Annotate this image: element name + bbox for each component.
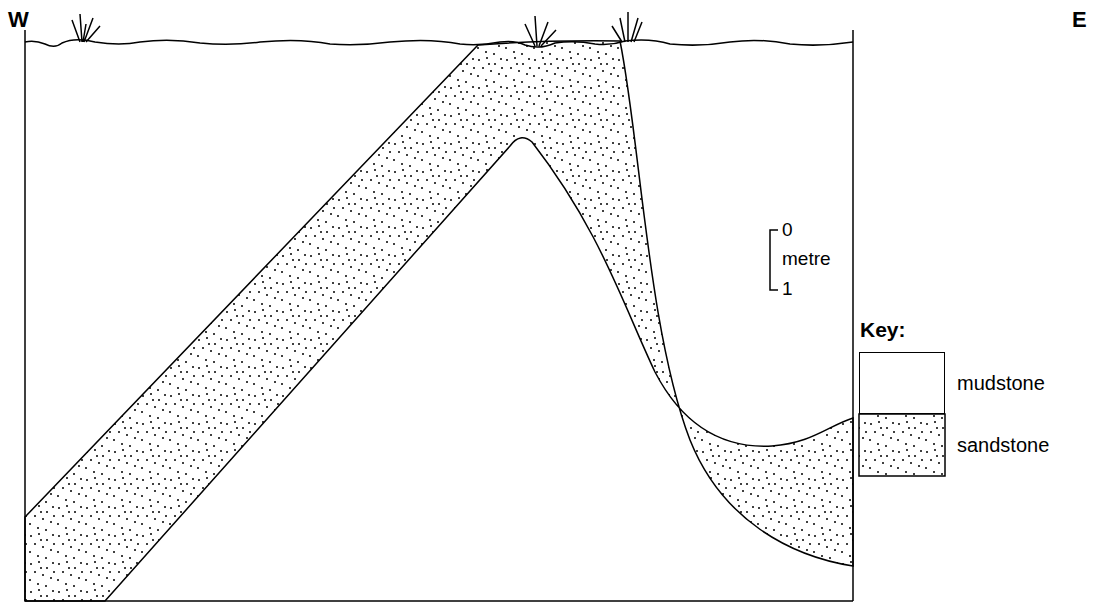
compass-west: W [8, 8, 29, 32]
plant-tufts [72, 12, 642, 46]
scale-value: 0 [782, 220, 793, 241]
legend-swatch [859, 352, 945, 414]
legend-text: sandstone [957, 434, 1049, 456]
scale-unit: metre [782, 249, 831, 270]
frame-right [852, 30, 854, 601]
ground-surface [25, 40, 853, 47]
sandstone-bed [25, 41, 853, 601]
scale-bar [770, 230, 778, 290]
sandstone-swatch [859, 414, 945, 476]
legend-text: mudstone [957, 372, 1045, 394]
frame-left [24, 30, 26, 601]
legend-heading: Key: [860, 318, 906, 341]
compass-east: E [1072, 8, 1087, 32]
scale-value: 1 [782, 279, 793, 300]
frame-bottom [25, 600, 853, 602]
